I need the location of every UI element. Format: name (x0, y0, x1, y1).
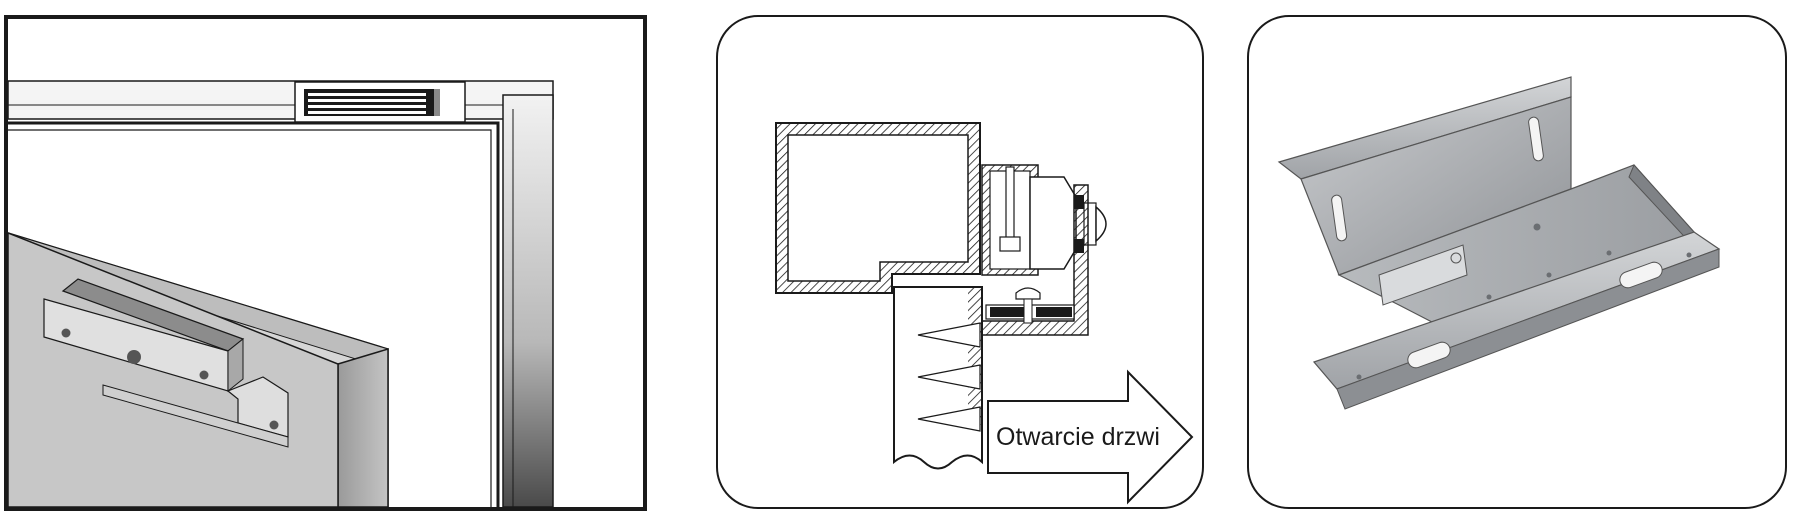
cross-section-diagram: Otwarcie drzwi (775, 122, 1194, 505)
door-leaf-section (893, 286, 983, 470)
frame-profile-section (775, 122, 981, 294)
arrow-label: Otwarcie drzwi (996, 423, 1160, 451)
lock-magnet-section (981, 164, 1107, 276)
z-bracket-mounted (43, 278, 289, 448)
frame-jamb (502, 94, 554, 507)
bracket-illustration (1277, 76, 1721, 410)
installation-illustration-panel (4, 15, 647, 511)
product-photo-panel (1247, 15, 1787, 509)
cross-section-panel: Otwarcie drzwi (716, 15, 1204, 509)
z-bracket-product (1277, 76, 1721, 410)
door-frame-illustration (8, 80, 554, 507)
magnetic-lock (294, 81, 466, 123)
frame-header (8, 80, 554, 120)
door-opening-arrow: Otwarcie drzwi (987, 369, 1194, 505)
